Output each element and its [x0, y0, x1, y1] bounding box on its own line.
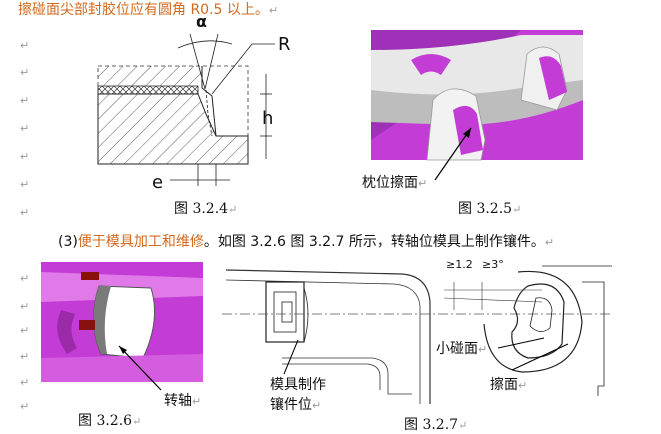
paragraph-mark: ↵ [20, 350, 30, 363]
caption-text: 图 3.2.7 [404, 417, 459, 433]
caption-3-2-7: 图 3.2.7↵ [404, 414, 467, 434]
caption-text: 图 3.2.4 [174, 201, 229, 217]
paragraph-mark: ↵ [20, 66, 30, 79]
paragraph-mark: ↵ [228, 203, 238, 216]
paragraph-mark: ↵ [20, 324, 30, 337]
paragraph-mark: ↵ [518, 379, 528, 392]
paragraph-text: 。如图 3.2.6 图 3.2.7 所示，转轴位模具上制作镶件。 [203, 234, 545, 250]
list-number: (3) [58, 234, 78, 250]
rub-face-label: 擦面↵ [490, 374, 527, 394]
alpha-label: α [196, 12, 207, 31]
caption-text: 图 3.2.6 [78, 413, 133, 429]
pillow-label-text: 枕位擦面 [362, 175, 418, 191]
caption-3-2-4: 图 3.2.4↵ [174, 198, 237, 218]
paragraph-mark: ↵ [20, 178, 30, 191]
figure-3-2-7-drawing [222, 265, 612, 404]
dim-min-gap: ≥1.2 [446, 258, 473, 271]
rub-face-text: 擦面 [490, 377, 518, 393]
paragraph-mark: ↵ [20, 272, 30, 285]
highlight-text: 便于模具加工和维修 [77, 234, 204, 250]
insert-label-text: 镶件位 [270, 397, 312, 413]
paragraph-mark: ↵ [512, 203, 522, 216]
paragraph-mark: ↵ [192, 395, 202, 408]
paragraph-mark: ↵ [20, 376, 30, 389]
paragraph-mark: ↵ [478, 343, 488, 356]
paragraph-3: (3)便于模具加工和维修。如图 3.2.6 图 3.2.7 所示，转轴位模具上制… [58, 234, 554, 251]
caption-3-2-6: 图 3.2.6↵ [78, 410, 141, 430]
paragraph-mark: ↵ [418, 177, 428, 190]
paragraph-mark: ↵ [20, 94, 30, 107]
figure-3-2-5-render [371, 30, 583, 181]
radius-label: R [278, 34, 291, 55]
paragraph-mark: ↵ [312, 399, 322, 412]
small-face-text: 小碰面 [436, 341, 478, 357]
caption-3-2-5: 图 3.2.5↵ [458, 198, 521, 218]
paragraph-mark: ↵ [20, 300, 30, 313]
paragraph-mark: ↵ [20, 206, 30, 219]
dim-min-angle: ≥3° [482, 258, 504, 271]
paragraph-mark: ↵ [20, 150, 30, 163]
shaft-label-text: 转轴 [164, 393, 192, 409]
shaft-label: 转轴↵ [164, 390, 201, 410]
figure-3-2-4-drawing [97, 33, 275, 186]
heading-line: 擦碰面尖部封胶位应有圆角 R0.5 以上。↵ [18, 2, 278, 19]
paragraph-mark: ↵ [20, 400, 30, 413]
paragraph-mark: ↵ [20, 122, 30, 135]
paragraph-mark: ↵ [544, 236, 555, 249]
insert-label-line1: 模具制作 [270, 377, 326, 393]
paragraph-mark: ↵ [458, 419, 468, 432]
paragraph-mark: ↵ [268, 4, 279, 17]
paragraph-mark: ↵ [20, 39, 30, 52]
insert-label-line2: 镶件位↵ [270, 394, 321, 414]
figure-3-2-6-render [41, 262, 203, 391]
height-label: h [262, 108, 274, 129]
pillow-label: 枕位擦面↵ [362, 172, 427, 192]
heading-text: 擦碰面尖部封胶位应有圆角 R0.5 以上。 [18, 2, 269, 18]
small-face-label: 小碰面↵ [436, 338, 487, 358]
gap-label: e [152, 172, 164, 193]
caption-text: 图 3.2.5 [458, 201, 513, 217]
paragraph-mark: ↵ [132, 415, 142, 428]
